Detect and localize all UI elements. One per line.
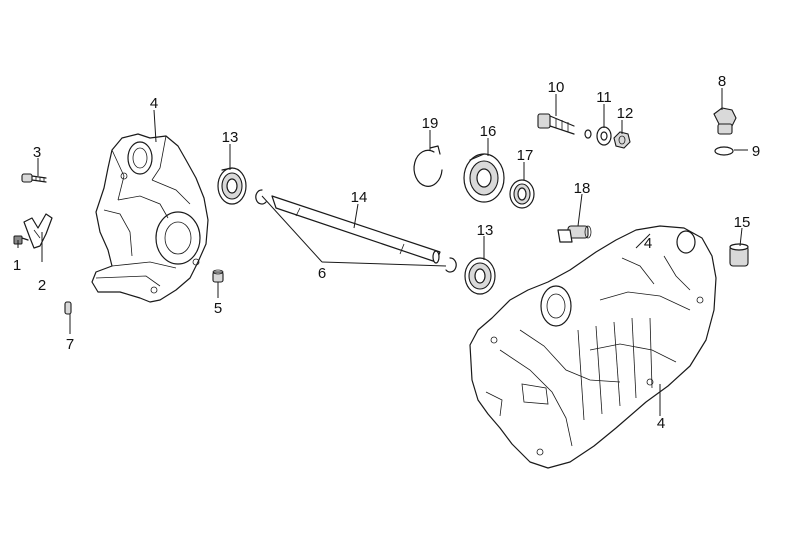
callout-11: 11 <box>596 89 612 106</box>
callout-8: 8 <box>718 73 726 90</box>
stud-part-10 <box>537 113 575 135</box>
screw-part-1 <box>13 235 29 245</box>
callout-13-upper: 13 <box>222 129 239 146</box>
drain-plug-part-8 <box>713 107 737 135</box>
callout-4-left-case: 4 <box>150 95 158 112</box>
callout-7: 7 <box>66 336 74 353</box>
circlip-part-19 <box>413 145 443 187</box>
bearing-part-13-lower <box>464 257 496 295</box>
callout-9: 9 <box>752 143 760 160</box>
dowel-part-5 <box>212 269 224 283</box>
circlip-part-6-right <box>445 257 457 273</box>
washer-part-9 <box>714 146 734 156</box>
oil-seal-part-17 <box>509 179 535 209</box>
callout-4-right-case-top: 4 <box>644 235 652 252</box>
bushing-part-15 <box>729 243 749 267</box>
callout-12: 12 <box>617 105 634 122</box>
callout-13-lower: 13 <box>477 222 494 239</box>
elbow-fitting-part-18 <box>557 225 592 243</box>
callout-17: 17 <box>517 147 534 164</box>
callout-10: 10 <box>548 79 565 96</box>
callout-labels: 1 2 3 4 4 4 5 6 7 8 9 10 11 12 13 13 14 … <box>13 73 760 432</box>
circlip-part-6-left <box>255 189 267 205</box>
callout-3: 3 <box>33 144 41 161</box>
bearing-part-13-upper <box>217 167 247 205</box>
callout-1: 1 <box>13 257 21 274</box>
washer-part-11 <box>596 126 612 146</box>
callout-2: 2 <box>38 277 46 294</box>
nut-part-12 <box>613 131 631 149</box>
callout-19: 19 <box>422 115 439 132</box>
bearing-part-16 <box>463 153 505 203</box>
callout-15: 15 <box>734 214 751 231</box>
callout-16: 16 <box>480 123 497 140</box>
callout-14: 14 <box>351 189 368 206</box>
right-crankcase-half <box>469 225 717 469</box>
left-crankcase-half <box>91 133 209 303</box>
callout-5: 5 <box>214 300 222 317</box>
o-ring-small <box>584 129 592 139</box>
pin-part-7 <box>64 301 72 315</box>
leader-lines <box>17 88 748 416</box>
shaft-part-14 <box>271 195 441 264</box>
callout-4-right-case-bottom: 4 <box>657 415 665 432</box>
bolt-part-3 <box>21 173 47 183</box>
callout-18: 18 <box>574 180 591 197</box>
shift-fork-part-2 <box>23 213 53 249</box>
callout-6: 6 <box>318 265 326 282</box>
